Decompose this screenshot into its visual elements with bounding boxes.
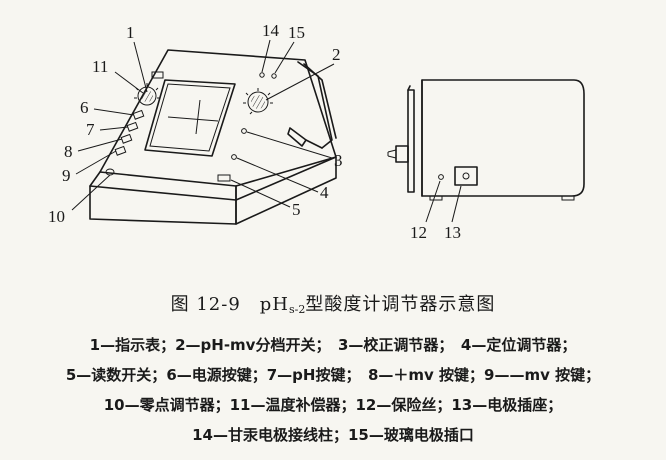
electrode-rod bbox=[297, 61, 333, 149]
callout-10: 10 bbox=[48, 207, 65, 226]
instrument-front-face bbox=[89, 185, 237, 225]
callout-7: 7 bbox=[86, 120, 95, 139]
callout-4: 4 bbox=[320, 183, 329, 202]
figure-caption: 图 12-9 pHs-2型酸度计调节器示意图 bbox=[0, 290, 666, 316]
reading-switch[interactable] bbox=[217, 174, 231, 182]
meter-front-view bbox=[89, 49, 337, 225]
legend-line-2: 5—读数开关；6—电源按键；7—pH按键； 8—＋mv 按键；9——mv 按键； bbox=[65, 366, 601, 384]
legend-line-1: 1—指示表；2—pH-mv分档开关； 3—校正调节器； 4—定位调节器； bbox=[89, 336, 577, 354]
callout-13: 13 bbox=[444, 223, 461, 242]
callout-14: 14 bbox=[262, 21, 280, 40]
ph-button bbox=[126, 121, 139, 132]
callout-3: 3 bbox=[334, 151, 343, 170]
side-body bbox=[421, 79, 585, 197]
callout-6: 6 bbox=[80, 98, 89, 117]
minus-mv-button bbox=[114, 145, 127, 156]
indicator-lamp bbox=[151, 71, 164, 79]
leader-lines bbox=[71, 39, 335, 211]
callout-9: 9 bbox=[62, 166, 71, 185]
callout-8: 8 bbox=[64, 142, 73, 161]
positioning-adjuster[interactable] bbox=[231, 154, 237, 160]
glass-electrode-socket[interactable] bbox=[271, 73, 277, 79]
instrument-side-face bbox=[235, 156, 337, 225]
figure-number: 图 12-9 bbox=[170, 294, 241, 315]
fuse-holder[interactable] bbox=[438, 174, 444, 180]
instrument-drawing: 1 2 3 4 5 6 7 8 9 10 11 12 13 14 15 bbox=[48, 21, 585, 242]
instrument-top-face bbox=[99, 49, 337, 187]
figure-title-prefix: pH bbox=[259, 294, 290, 315]
meter-side-view bbox=[387, 79, 585, 201]
indicator-meter bbox=[144, 79, 236, 157]
callout-11: 11 bbox=[92, 57, 108, 76]
plus-mv-button bbox=[120, 133, 133, 144]
callout-2: 2 bbox=[332, 45, 341, 64]
legend-line-3: 10—零点调节器；11—温度补偿器；12—保险丝；13—电极插座； bbox=[103, 396, 563, 414]
callout-numbers: 1 2 3 4 5 6 7 8 9 10 11 12 13 14 15 bbox=[48, 21, 461, 242]
figure-title-subscript: s-2 bbox=[289, 303, 306, 316]
callout-15: 15 bbox=[288, 23, 305, 42]
legend-line-4: 14—甘汞电极接线柱；15—玻璃电极插口 bbox=[192, 426, 474, 444]
electrode-socket[interactable] bbox=[454, 166, 478, 186]
meter-scale-line bbox=[167, 116, 219, 122]
callout-1: 1 bbox=[126, 23, 135, 42]
power-button bbox=[132, 109, 145, 120]
callout-12: 12 bbox=[410, 223, 427, 242]
meter-needle bbox=[195, 99, 201, 135]
figure-title: 型酸度计调节器示意图 bbox=[305, 294, 496, 315]
button-column[interactable] bbox=[114, 109, 145, 156]
callout-5: 5 bbox=[292, 200, 301, 219]
calibration-adjuster[interactable] bbox=[241, 128, 247, 134]
calomel-electrode-terminal[interactable] bbox=[259, 72, 265, 78]
ph-mv-range-switch[interactable] bbox=[243, 88, 273, 115]
